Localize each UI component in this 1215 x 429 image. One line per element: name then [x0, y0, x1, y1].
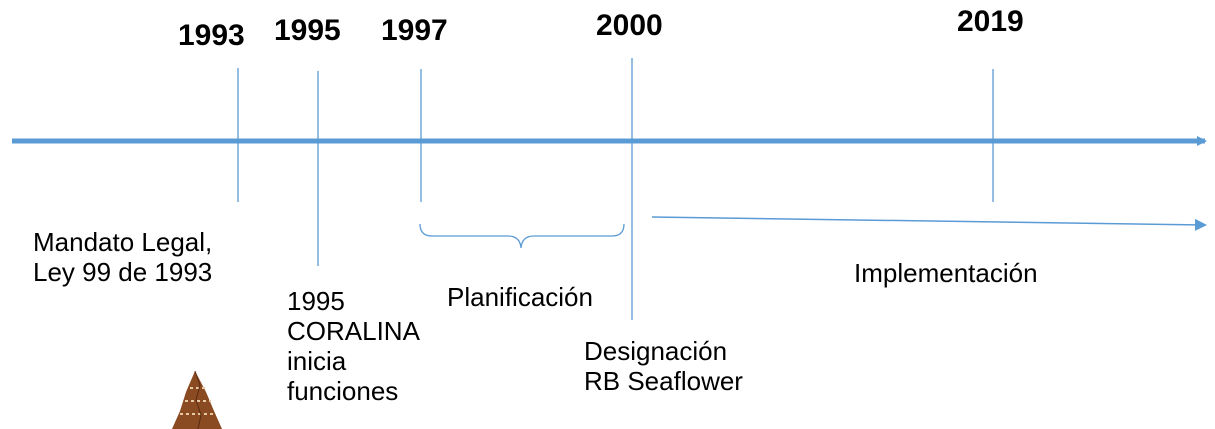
cone-shell-icon	[172, 370, 222, 429]
coralina-label: 1995 CORALINA inicia funciones	[287, 286, 420, 406]
designacion-label: Designación RB Seaflower	[584, 336, 743, 396]
year-2000: 2000	[596, 9, 663, 42]
mandato-line-2: Ley 99 de 1993	[33, 257, 213, 287]
coralina-line-1: 1995	[287, 286, 345, 316]
implementacion-arrow	[651, 216, 1207, 231]
designacion-line-1: Designación	[584, 336, 728, 366]
year-1995: 1995	[274, 14, 341, 47]
mandato-line-1: Mandato Legal,	[33, 227, 213, 257]
planificacion-label: Planificación	[447, 282, 593, 312]
year-1997: 1997	[381, 14, 448, 47]
year-1993: 1993	[178, 19, 245, 52]
planificacion-bracket	[419, 223, 625, 249]
mandato-legal-label: Mandato Legal, Ley 99 de 1993	[33, 227, 212, 287]
year-2019: 2019	[957, 5, 1024, 38]
implementacion-label: Implementación	[854, 258, 1038, 288]
designacion-line-2: RB Seaflower	[584, 366, 743, 396]
coralina-line-2: CORALINA	[287, 316, 420, 346]
coralina-line-4: funciones	[287, 376, 399, 406]
coralina-line-3: inicia	[287, 346, 347, 376]
